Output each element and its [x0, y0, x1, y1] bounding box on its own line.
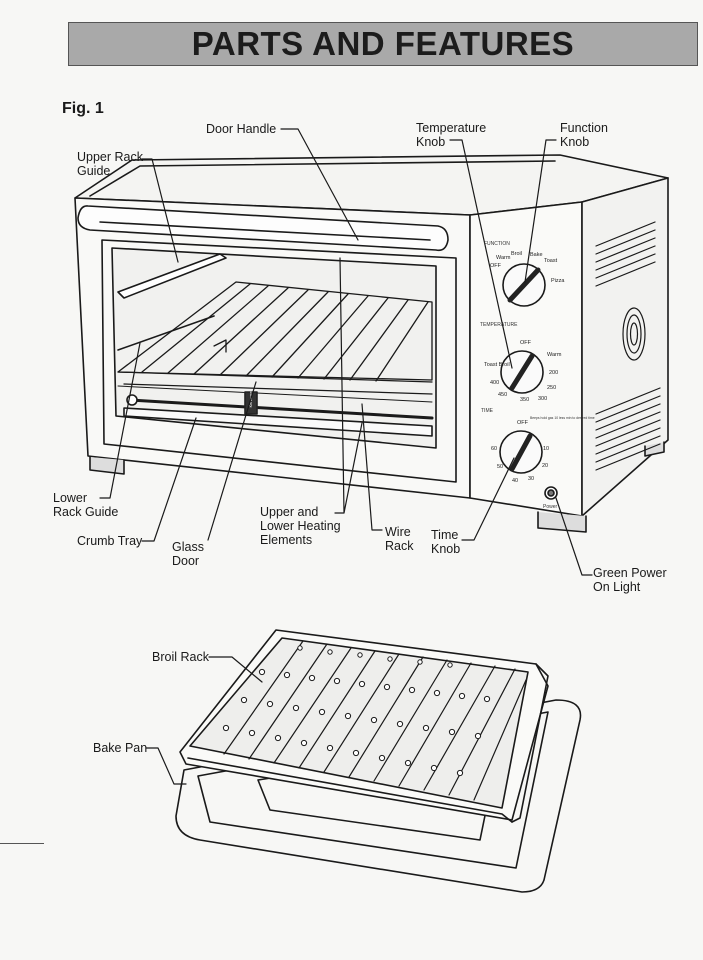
function-setting-warm: Warm [496, 255, 511, 261]
callout-wire-rack-line-1: Wire [385, 525, 411, 539]
callout-function-knob: Function Knob [560, 121, 608, 149]
callout-bake-pan: Bake Pan [93, 741, 148, 755]
temperature-setting-250: 250 [547, 385, 556, 391]
temperature-heading: TEMPERATURE [480, 322, 518, 328]
time-setting-50: 50 [497, 464, 503, 470]
function-heading: FUNCTION [484, 241, 510, 247]
time-setting-30: 30 [528, 476, 534, 482]
callout-wire-rack: Wire Rack [385, 525, 413, 553]
callout-upper-rack-guide: Upper Rack Guide [77, 150, 143, 178]
figure-label: Fig. 1 [62, 100, 104, 117]
callout-heating-elements-line-2: Lower Heating [260, 519, 341, 533]
power-label: Power [543, 504, 558, 510]
callout-upper-rack-guide-line-1: Upper Rack [77, 150, 143, 164]
temperature-knob [500, 350, 544, 394]
function-setting-bake: Bake [530, 252, 543, 258]
time-setting-40: 40 [512, 478, 518, 484]
time-setting-10: 10 [543, 446, 549, 452]
wire-rack [117, 281, 433, 395]
function-setting-broil: Broil [511, 251, 522, 257]
callout-heating-elements: Upper and Lower Heating Elements [260, 505, 341, 547]
callout-green-power-light: Green Power On Light [593, 566, 667, 594]
time-knob [499, 430, 543, 474]
upper-rack-guide [117, 253, 227, 351]
callout-glass-door-line-1: Glass [172, 540, 204, 554]
temperature-setting-200: 200 [549, 370, 558, 376]
time-note: Beeps hold gas 10 less min to desired ti… [530, 416, 595, 420]
temperature-setting-off: OFF [520, 340, 532, 346]
time-heading: TIME [481, 408, 494, 414]
callout-broil-rack: Broil Rack [152, 650, 209, 664]
leader-lines [99, 128, 593, 785]
callout-heating-elements-line-1: Upper and [260, 505, 319, 519]
scan-mark [0, 843, 44, 844]
temperature-setting-300: 300 [538, 396, 547, 402]
header-banner: PARTS AND FEATURES [68, 22, 698, 66]
broil-rack [179, 629, 549, 823]
temperature-setting-450: 450 [498, 392, 507, 398]
callout-lower-rack-guide-line-2: Rack Guide [53, 505, 119, 519]
callout-temperature-knob: Temperature Knob [416, 121, 486, 149]
side-vents [595, 221, 661, 471]
callout-glass-door: Glass Door [172, 540, 204, 568]
time-setting-off: OFF [517, 420, 529, 426]
temperature-setting-350: 350 [520, 397, 529, 403]
callout-lower-rack-guide-line-1: Lower [53, 491, 88, 505]
callout-temperature-knob-line-2: Knob [416, 135, 446, 149]
callout-green-power-light-line-2: On Light [593, 580, 641, 594]
crumb-tray [123, 407, 433, 437]
function-setting-off: OFF [490, 263, 502, 269]
page-title: PARTS AND FEATURES [191, 25, 575, 62]
callout-heating-elements-line-3: Elements [260, 533, 313, 547]
callout-glass-door-line-2: Door [172, 554, 200, 568]
time-setting-60: 60 [491, 446, 497, 452]
function-setting-pizza: Pizza [551, 278, 565, 284]
callout-door-handle: Door Handle [206, 122, 277, 136]
callout-lower-rack-guide: Lower Rack Guide [53, 491, 118, 519]
function-setting-toast: Toast [544, 258, 558, 264]
callout-time-knob-line-1: Time [431, 528, 459, 542]
callout-temperature-knob-line-1: Temperature [416, 121, 487, 135]
callout-upper-rack-guide-line-2: Guide [77, 164, 111, 178]
callout-time-knob: Time Knob [431, 528, 460, 556]
callout-time-knob-line-2: Knob [431, 542, 461, 556]
callout-crumb-tray: Crumb Tray [77, 534, 143, 548]
temperature-setting-toast-broil: Toast Broil [484, 362, 510, 368]
callout-green-power-light-line-1: Green Power [593, 566, 667, 580]
temperature-setting-400: 400 [490, 380, 499, 386]
temperature-setting-warm: Warm [547, 352, 562, 358]
function-knob [502, 263, 546, 307]
power-light [544, 486, 558, 500]
time-setting-20: 20 [542, 463, 548, 469]
callout-function-knob-line-1: Function [560, 121, 608, 135]
callout-function-knob-line-2: Knob [560, 135, 590, 149]
door-handle [77, 205, 449, 252]
callout-wire-rack-line-2: Rack [385, 539, 414, 553]
